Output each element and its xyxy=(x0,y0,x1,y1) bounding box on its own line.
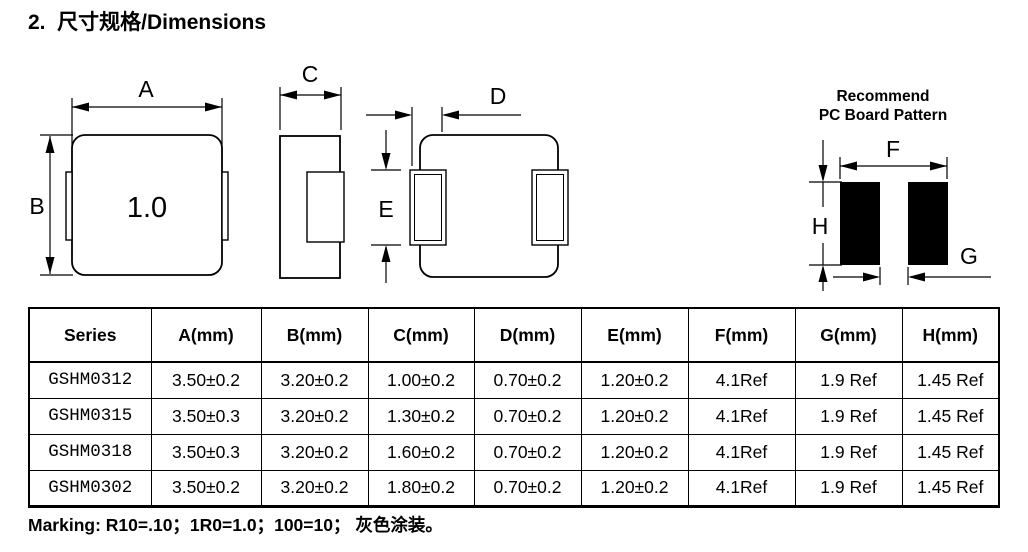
value-cell: 1.20±0.2 xyxy=(580,361,689,399)
value-cell: 3.50±0.3 xyxy=(150,397,262,435)
series-name: GSHM0312 xyxy=(28,361,152,399)
dim-label-a: A xyxy=(138,76,154,102)
dim-label-e: E xyxy=(378,196,393,222)
side-view-drawing: C xyxy=(279,61,345,279)
series-name: GSHM0315 xyxy=(28,397,152,435)
value-cell: 1.9 Ref xyxy=(794,469,903,508)
table-row: GSHM0312 3.50±0.2 3.20±0.2 1.00±0.2 0.70… xyxy=(28,361,1000,399)
series-name: GSHM0302 xyxy=(28,469,152,508)
table-header-row: Series A(mm) B(mm) C(mm) D(mm) E(mm) F(m… xyxy=(28,307,1000,363)
column-header-a: A(mm) xyxy=(150,307,262,363)
value-cell: 3.50±0.2 xyxy=(150,361,262,399)
value-cell: 1.45 Ref xyxy=(901,433,1000,471)
value-cell: 1.80±0.2 xyxy=(367,469,475,508)
value-cell: 1.45 Ref xyxy=(901,361,1000,399)
column-header-b: B(mm) xyxy=(260,307,369,363)
value-cell: 3.20±0.2 xyxy=(260,469,369,508)
top-view-drawing: A B 1.0 xyxy=(29,76,229,276)
side-electrode xyxy=(306,171,345,243)
right-terminal-tab xyxy=(221,171,229,241)
pcb-left-pad xyxy=(840,182,880,265)
dim-label-g: G xyxy=(960,243,978,269)
value-cell: 4.1Ref xyxy=(687,397,796,435)
pcb-pattern-title-line1: Recommend xyxy=(836,88,929,105)
value-cell: 0.70±0.2 xyxy=(473,469,582,508)
value-cell: 4.1Ref xyxy=(687,433,796,471)
value-cell: 1.20±0.2 xyxy=(580,469,689,508)
value-cell: 1.45 Ref xyxy=(901,397,1000,435)
value-cell: 1.20±0.2 xyxy=(580,397,689,435)
dim-label-d: D xyxy=(490,83,507,109)
table-row: GSHM0318 3.50±0.3 3.20±0.2 1.60±0.2 0.70… xyxy=(28,433,1000,471)
value-cell: 3.50±0.3 xyxy=(150,433,262,471)
value-cell: 1.00±0.2 xyxy=(367,361,475,399)
column-header-f: F(mm) xyxy=(687,307,796,363)
value-cell: 1.9 Ref xyxy=(794,433,903,471)
right-pad xyxy=(531,169,569,246)
pcb-pattern-drawing: Recommend PC Board Pattern F H G xyxy=(809,88,991,291)
column-header-g: G(mm) xyxy=(794,307,903,363)
value-cell: 3.20±0.2 xyxy=(260,397,369,435)
part-marking-text: 1.0 xyxy=(127,192,167,224)
dimensions-table: Series A(mm) B(mm) C(mm) D(mm) E(mm) F(m… xyxy=(28,307,1000,508)
column-header-e: E(mm) xyxy=(580,307,689,363)
dim-label-b: B xyxy=(29,193,44,219)
value-cell: 3.20±0.2 xyxy=(260,433,369,471)
value-cell: 0.70±0.2 xyxy=(473,361,582,399)
value-cell: 1.45 Ref xyxy=(901,469,1000,508)
dim-label-h: H xyxy=(812,213,829,239)
marking-note: Marking: R10=.10；1R0=1.0；100=10； 灰色涂装。 xyxy=(28,515,443,535)
value-cell: 0.70±0.2 xyxy=(473,433,582,471)
value-cell: 3.50±0.2 xyxy=(150,469,262,508)
left-pad xyxy=(409,169,447,246)
value-cell: 1.60±0.2 xyxy=(367,433,475,471)
table-row: GSHM0302 3.50±0.2 3.20±0.2 1.80±0.2 0.70… xyxy=(28,469,1000,508)
column-header-d: D(mm) xyxy=(473,307,582,363)
column-header-series: Series xyxy=(28,307,152,363)
page-title: 2. 尺寸规格/Dimensions xyxy=(28,11,267,34)
column-header-h: H(mm) xyxy=(901,307,1000,363)
series-name: GSHM0318 xyxy=(28,433,152,471)
pcb-right-pad xyxy=(908,182,948,265)
dim-label-f: F xyxy=(886,136,900,162)
pcb-pattern-title-line2: PC Board Pattern xyxy=(819,107,947,124)
column-header-c: C(mm) xyxy=(367,307,475,363)
value-cell: 4.1Ref xyxy=(687,469,796,508)
value-cell: 0.70±0.2 xyxy=(473,397,582,435)
table-row: GSHM0315 3.50±0.3 3.20±0.2 1.30±0.2 0.70… xyxy=(28,397,1000,435)
value-cell: 1.20±0.2 xyxy=(580,433,689,471)
dimension-drawings: A B 1.0 C E xyxy=(29,61,991,291)
value-cell: 1.9 Ref xyxy=(794,361,903,399)
value-cell: 1.9 Ref xyxy=(794,397,903,435)
bottom-view-drawing: E D xyxy=(366,83,569,283)
left-terminal-tab xyxy=(65,171,73,241)
dim-label-c: C xyxy=(302,61,319,87)
value-cell: 1.30±0.2 xyxy=(367,397,475,435)
value-cell: 3.20±0.2 xyxy=(260,361,369,399)
value-cell: 4.1Ref xyxy=(687,361,796,399)
